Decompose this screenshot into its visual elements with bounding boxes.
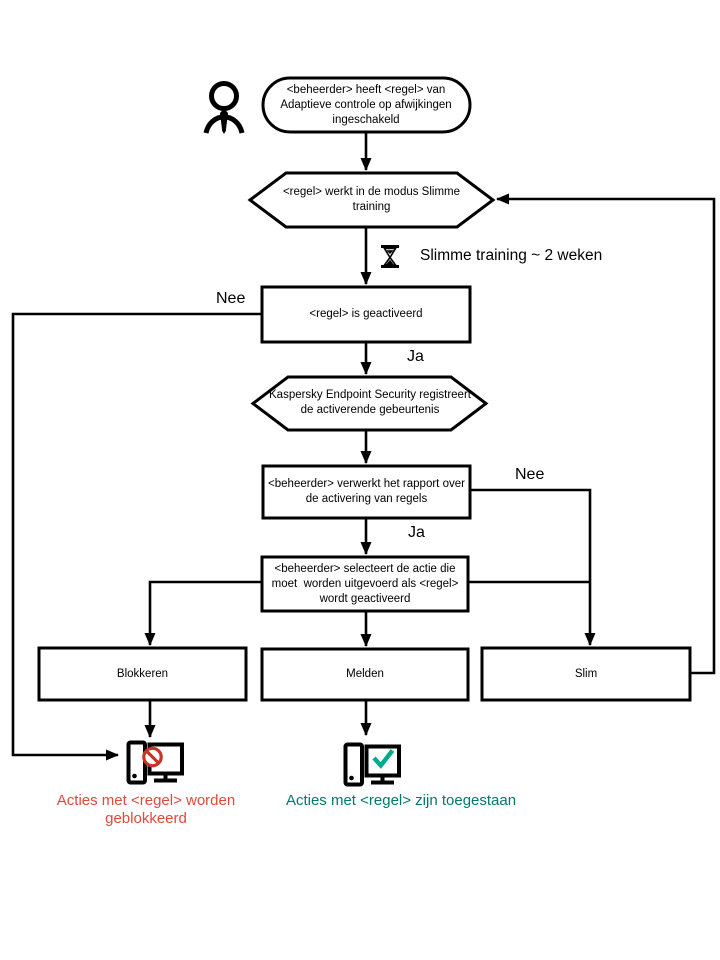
edge-label-ja-bottom: Ja [408,524,425,541]
text-line: <regel> werkt in de modus Slimme [282,186,461,198]
node-rule-enabled-label: <beheerder> heeft <regel> van Adaptieve … [271,80,461,130]
node-training-mode-label: <regel> werkt in de modus Slimme trainin… [283,175,460,225]
text-line: Slim [574,667,598,680]
node-slim-label: Slim [482,648,690,700]
text-line: Melden [346,668,384,680]
node-registers-event-shape [250,375,489,432]
node-rule-triggered-label: <regel> is geactiveerd [262,288,470,341]
training-duration-note: Slimme training ~ 2 weken [420,247,603,264]
edge-label-nee-right: Nee [515,466,545,483]
checkmark-icon [372,749,395,769]
node-blokkeren-label: Blokkeren [39,648,246,700]
edge-nee-to-blocked-computer [11,312,262,761]
blocked-result-text: Acties met <regel> worden geblokkeerd [56,792,236,827]
node-rule-triggered-shape [260,285,472,344]
node-training-mode-shape [247,171,496,229]
text-line: Blokkeren [116,667,169,680]
text-line: <beheerder> verwerkt het rapport over [268,478,465,490]
node-blokkeren-shape [37,646,248,702]
node-slim-shape [480,646,692,702]
text-line: <beheerder> heeft <regel> van [286,83,446,96]
text-line: de activerende gebeurtenis [300,404,440,416]
edge-label-nee-top: Nee [216,290,246,307]
text-line: wordt geactiveerd [319,592,411,605]
text-line: Kaspersky Endpoint Security registreert [269,389,471,401]
node-selects-action-label: <beheerder> selecteert de actie die moet… [268,558,462,610]
node-melden-label: Melden [262,649,468,700]
node-processes-report-label: <beheerder> verwerkt het rapport over de… [267,467,466,517]
text-line: ingeschakeld [332,113,400,126]
text-line: moet worden uitgevoerd als <regel> [271,577,459,590]
person-icon [203,81,245,134]
text-line: <regel> is geactiveerd [309,308,423,320]
computer-blocked-icon [126,740,184,785]
text-line: geblokkeerd [105,809,187,827]
text-line: de activering van regels [305,493,428,505]
text-line: Acties met <regel> worden [56,792,236,809]
text-line: training [352,201,391,213]
tower-icon [343,742,364,787]
hourglass-icon [381,245,399,268]
edge-report-nee-to-slim [469,488,596,646]
tower-icon [126,740,147,785]
prohibition-icon [142,746,163,768]
node-melden-shape [260,647,470,702]
edge-select-to-blokkeren [144,580,262,646]
allowed-result-text: Acties met <regel> zijn toegestaan [285,792,517,810]
text-line: Acties met <regel> zijn toegestaan [285,792,517,809]
node-selects-action-shape [260,555,470,613]
computer-allowed-icon [343,742,401,787]
text-line: Adaptieve controle op afwijkingen [280,98,452,111]
node-processes-report-shape [261,464,472,520]
edge-slim-feedback-to-training [496,193,716,675]
connectors [11,132,716,761]
node-rule-enabled-shape [261,76,472,134]
text-line: <beheerder> selecteert de actie die [274,562,456,575]
node-registers-event-label: Kaspersky Endpoint Security registreert … [266,378,474,428]
edge-label-ja-top: Ja [407,348,424,365]
